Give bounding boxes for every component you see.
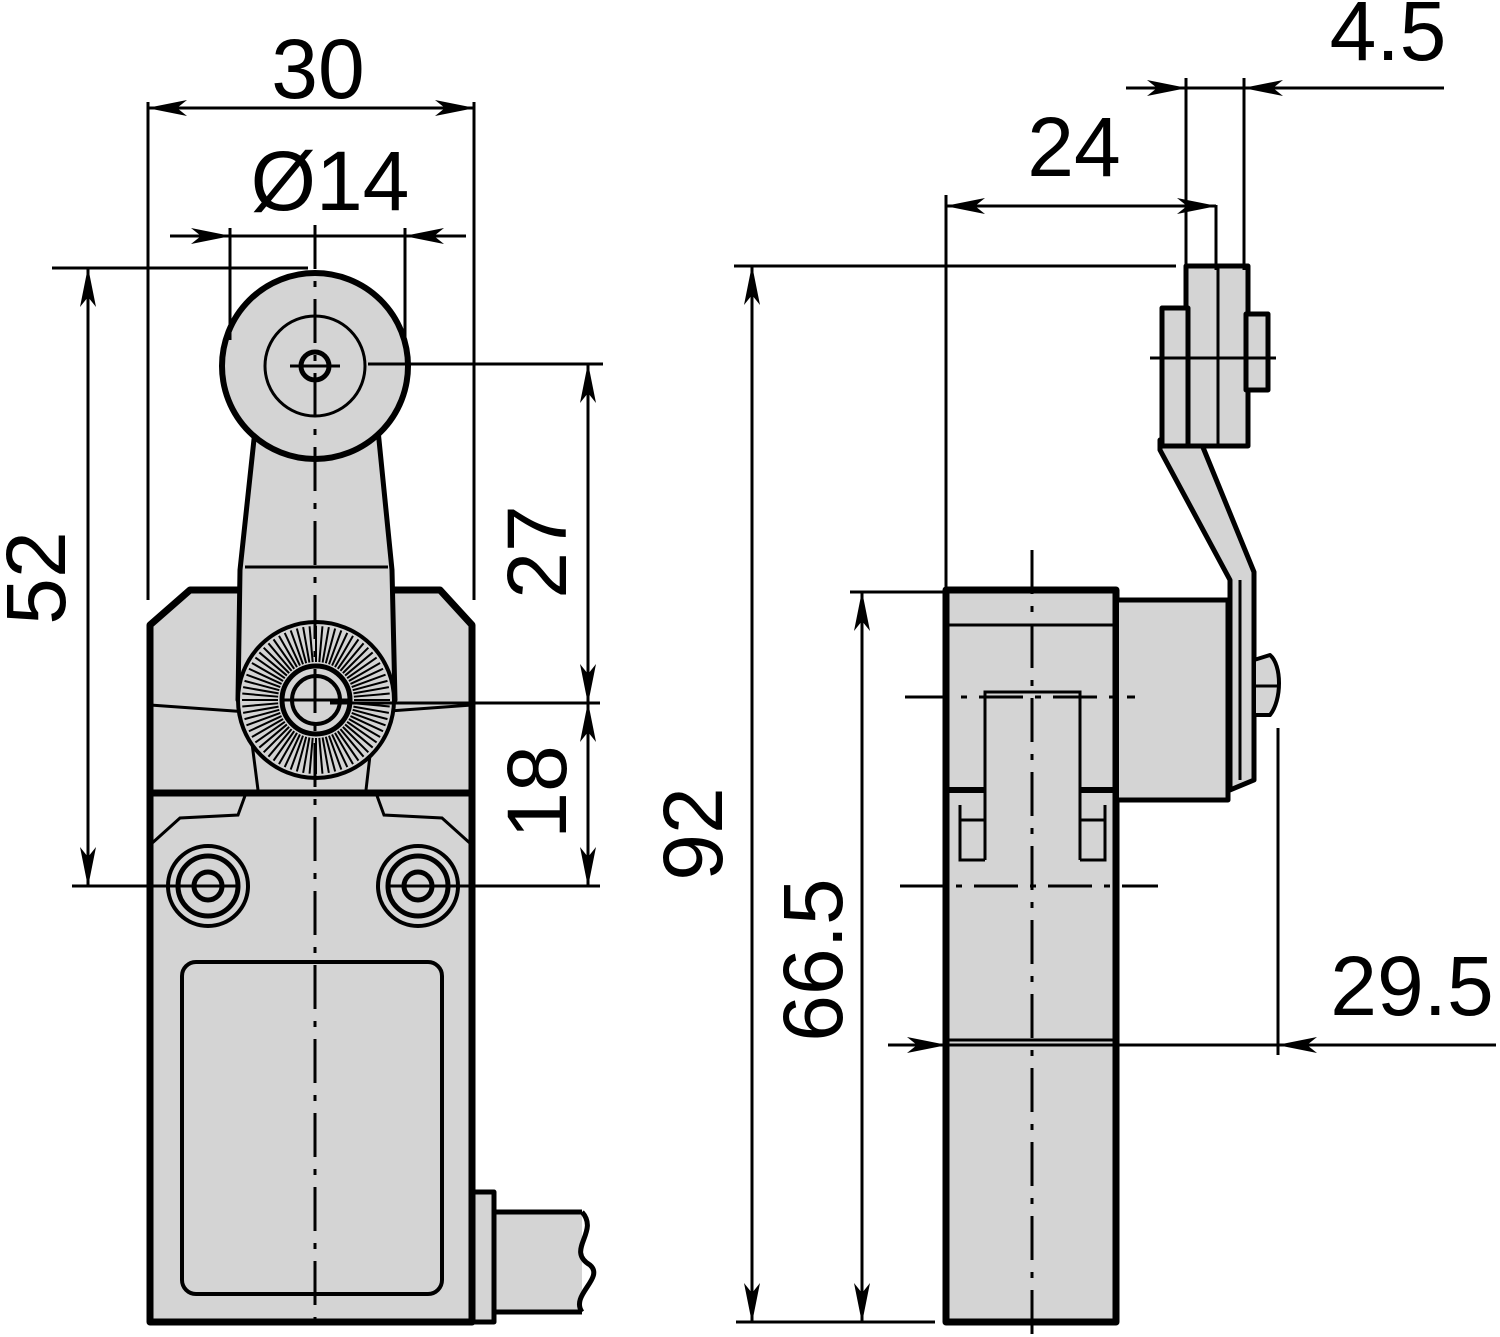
hub-serration	[262, 646, 290, 674]
hub-serration	[289, 735, 304, 770]
hub-serration	[348, 718, 381, 738]
hub-serration	[321, 626, 330, 663]
hub-serration	[336, 730, 360, 762]
hub-serration	[351, 673, 386, 688]
hub-serration	[346, 720, 378, 744]
hub-serration	[350, 715, 384, 733]
hub-serration	[351, 712, 386, 727]
hub-serration	[254, 656, 286, 680]
hub-serration	[331, 632, 349, 666]
hub-serration	[353, 705, 390, 714]
hub-serration	[267, 642, 293, 672]
switch-body	[146, 586, 476, 1326]
hub-serration	[336, 638, 360, 670]
hub-serration	[344, 723, 374, 749]
dim-front-width: 30	[271, 22, 364, 116]
hub-serration	[321, 737, 330, 774]
hub-serration	[251, 662, 284, 682]
hub-serration	[246, 673, 281, 688]
hub-serration	[308, 626, 314, 663]
hub-serration	[344, 651, 374, 677]
hub-serration	[348, 662, 381, 682]
hub-serration	[262, 726, 290, 754]
dim-pivot-to-mount: 18	[490, 745, 584, 838]
hub-serration	[248, 667, 282, 685]
hub-serration	[308, 737, 314, 774]
hub-serration	[324, 628, 337, 664]
hub-serration	[318, 626, 324, 663]
hub-serration	[350, 667, 384, 685]
hub-serration	[328, 630, 343, 665]
hub-serration	[352, 679, 388, 692]
hub-serration	[267, 728, 293, 758]
hub-serration	[339, 642, 365, 672]
hub-serration	[289, 630, 304, 665]
hub-serration	[251, 718, 284, 738]
hub-serration	[278, 732, 298, 765]
dim-roller-to-pivot: 27	[490, 505, 584, 598]
hub-serration	[283, 632, 301, 666]
dim-lever-extent: 29.5	[1330, 939, 1494, 1033]
hub-serration	[339, 728, 365, 758]
hub-serration	[258, 651, 288, 677]
side-lever-arm	[1157, 437, 1257, 793]
side-pivot-screw	[1252, 653, 1281, 717]
dim-side-body-height: 66.5	[766, 878, 860, 1042]
hub-serration	[242, 692, 279, 698]
side-lever-carrier	[1113, 597, 1231, 803]
hub-serration	[283, 734, 301, 768]
front-view: 30 Ø14 52 27 18	[0, 22, 603, 1335]
hub-serration	[295, 736, 308, 772]
hub-serration	[346, 656, 378, 680]
hub-serration	[334, 732, 354, 765]
hub-serration	[302, 737, 311, 774]
dim-roller-diameter: Ø14	[251, 134, 410, 228]
dim-side-offset: 24	[1027, 100, 1120, 194]
dim-roller-width: 4.5	[1330, 0, 1447, 78]
side-roller	[1150, 263, 1276, 449]
dim-side-total-height: 92	[646, 787, 740, 880]
hub-serration	[244, 679, 280, 692]
hub-serration	[334, 635, 354, 668]
hub-serration	[302, 626, 311, 663]
hub-serration	[352, 708, 388, 721]
hub-serration	[324, 736, 337, 772]
hub-serration	[342, 726, 370, 754]
hub-serration	[278, 635, 298, 668]
hub-serration	[331, 734, 349, 768]
hub-serration	[248, 715, 282, 733]
hub-serration	[272, 638, 296, 670]
label-plate	[180, 960, 444, 1296]
hub-serration	[242, 702, 279, 708]
hub-serration	[272, 730, 296, 762]
hub-serration	[244, 708, 280, 721]
hub-serration	[242, 686, 279, 695]
hub-serration	[318, 737, 324, 774]
hub-serration	[254, 720, 286, 744]
hub-serration	[342, 646, 370, 674]
hub-serration	[295, 628, 308, 664]
cable	[467, 1189, 597, 1325]
dim-front-height: 52	[0, 531, 83, 624]
hub-serration	[258, 723, 288, 749]
hub-serration	[246, 712, 281, 727]
hub-serration	[242, 705, 279, 714]
hub-serration	[328, 735, 343, 770]
hub-serration	[353, 686, 390, 695]
side-view: 4.5 24 92 66.5 29.5	[646, 0, 1496, 1335]
hub-serration	[353, 692, 390, 698]
